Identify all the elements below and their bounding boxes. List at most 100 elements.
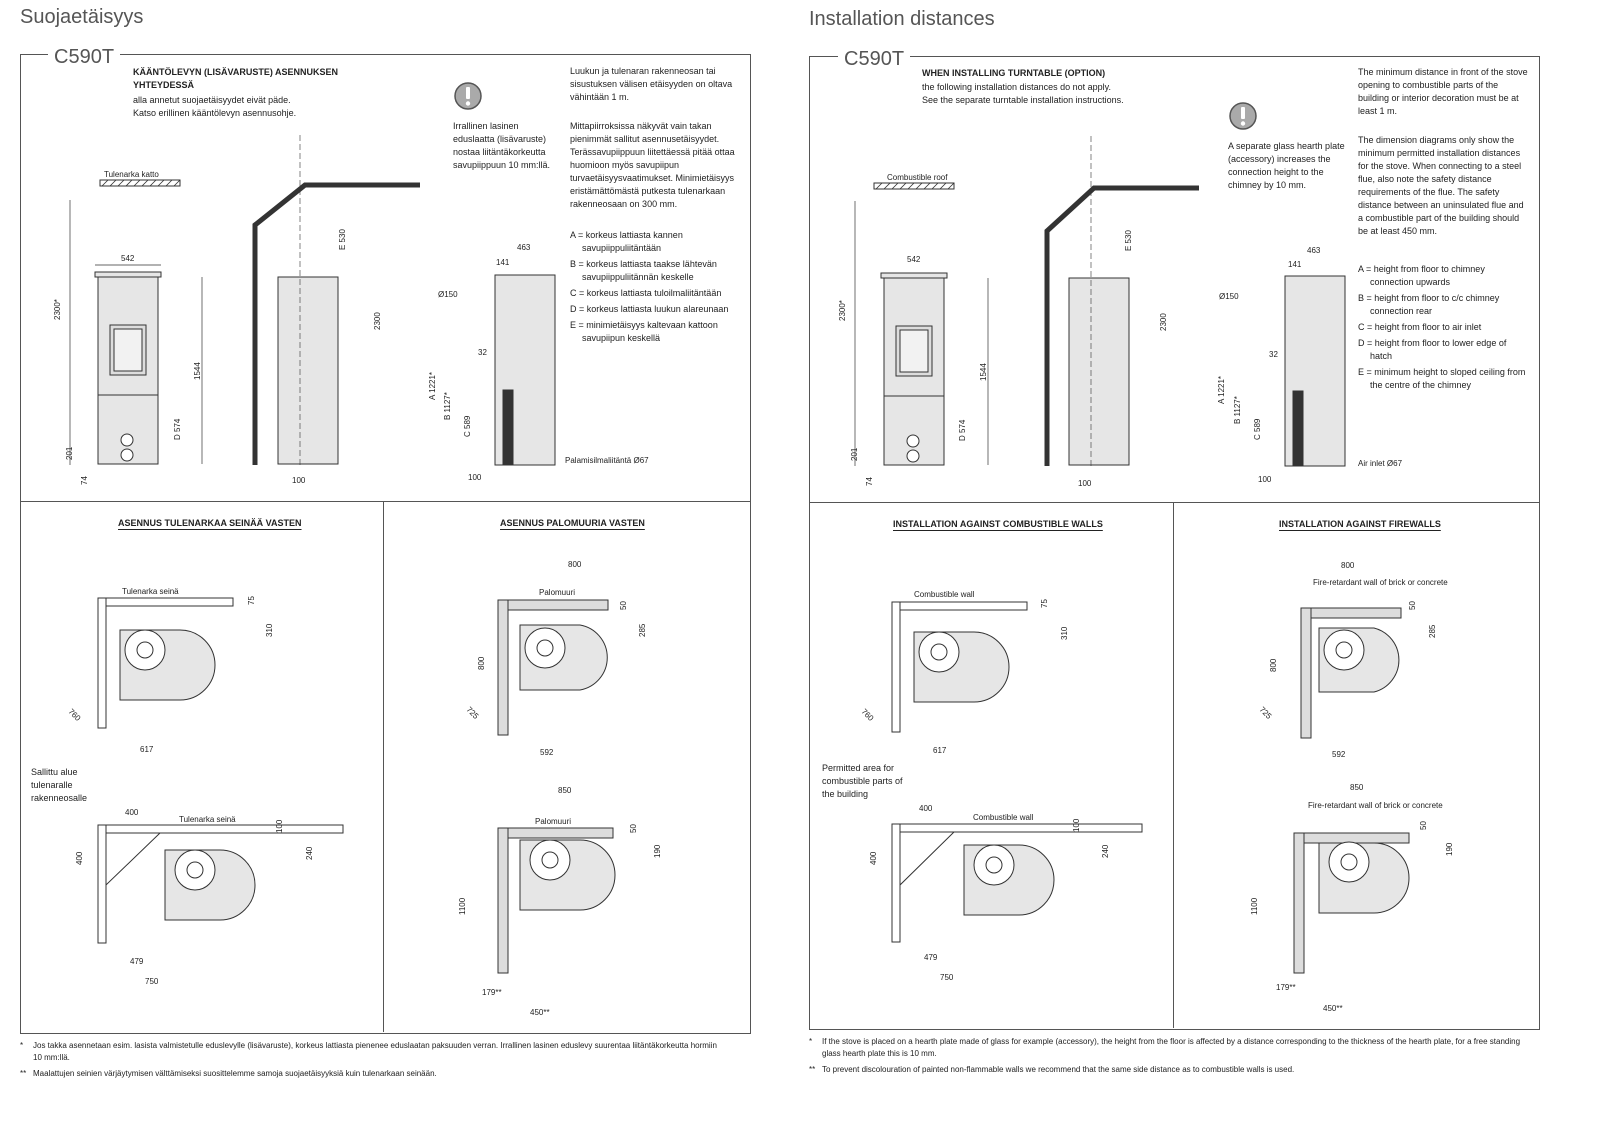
roof-hatch [99,179,181,187]
dim-d574: D 574 [173,418,182,440]
firewall-label-2: Palomuuri [535,817,571,826]
model-label-en: C590T [838,48,911,71]
plan-wall-2 [891,823,1143,943]
dim-d150: Ø150 [1219,292,1239,301]
dim-141: 141 [496,258,510,267]
roof-hatch [873,182,955,190]
plan-wall-2 [97,824,344,944]
legend-item: C = korkeus lattiasta tuloilmaliitäntään [570,288,722,298]
dim-141: 141 [1288,260,1302,269]
glass-note-fi: Irrallinen lasinen eduslaatta (lisävarus… [453,121,551,170]
divider-v-en [1173,502,1174,1028]
dim-e530: E 530 [1124,230,1133,251]
dim-240: 240 [1101,844,1110,858]
dim-1100: 1100 [1250,897,1259,915]
plan-wall-label-2: Tulenarka seinä [179,815,236,824]
model-label-fi: C590T [48,46,121,69]
dim-479: 479 [924,953,938,962]
glass-note-en: A separate glass hearth plate (accessory… [1228,141,1345,190]
divider-v-fi [383,501,384,1032]
dim-800: 800 [1341,561,1355,570]
dim-800b: 800 [1269,658,1278,672]
dim-c589: C 589 [463,415,472,437]
plan-wall-label: Combustible wall [914,590,975,599]
firewall-heading-en: INSTALLATION AGAINST FIREWALLS [1279,519,1441,529]
min-distance-note-en: The dimension diagrams only show the min… [1358,135,1524,236]
plan-drawings-fi: Tulenarka seinä 75 310 760 617 Palomuuri… [67,560,662,1017]
footnote2-fi: Maalattujen seinien värjäytymisen välttä… [33,1069,437,1078]
dim-74: 74 [865,477,874,486]
dim-d150: Ø150 [438,290,458,299]
legend-item: B = height from floor to c/c chimney con… [1358,293,1500,316]
dim-850: 850 [1350,783,1364,792]
legend-en: A = height from floor to chimney connect… [1358,263,1528,395]
footnote2-mark-en: ** [809,1065,816,1074]
dim-542: 542 [121,254,135,263]
turntable-sub2-en: See the separate turntable installation … [922,95,1124,105]
dim-450: 450** [1323,1004,1343,1013]
content-frame-en [809,56,1540,1030]
plan-firewall-2 [1293,832,1410,974]
stove-front [94,271,162,465]
dim-400: 400 [919,804,933,813]
plan-firewall-1 [497,599,609,736]
dim-450: 450** [530,1008,550,1017]
legend-item: B = korkeus lattiasta taakse lähtevän sa… [570,259,717,282]
dim-e530: E 530 [338,229,347,250]
dim-179: 179** [482,988,502,997]
elevation-drawings-fi: Tulenarka katto 542 2300* 1544 D 574 201… [53,135,649,485]
dim-760: 760 [67,707,83,723]
dim-463: 463 [517,243,531,252]
dim-100c: 100 [1072,818,1081,832]
turntable-sub2-fi: Katso erillinen kääntölevyn asennusohje. [133,108,297,118]
dim-725: 725 [465,705,481,721]
dim-50: 50 [619,601,628,610]
stove-side [252,135,420,465]
turntable-sub1-fi: alla annetut suojaetäisyydet eivät päde. [133,95,291,105]
dim-32: 32 [478,348,487,357]
dim-201: 201 [850,447,859,461]
front-distance-note-fi: Luukun ja tulenaran rakenneosan tai sisu… [570,66,733,102]
footnote1-mark-en: * [809,1037,813,1046]
dim-850: 850 [558,786,572,795]
turntable-heading-fi: KÄÄNTÖLEVYN (LISÄVARUSTE) ASENNUKSEN YHT… [133,67,339,90]
min-distance-note-fi: Mittapiirroksissa näkyvät vain takan pie… [570,121,735,209]
dim-400: 400 [125,808,139,817]
dim-310: 310 [1060,626,1069,640]
footnote1-mark-fi: * [20,1041,24,1050]
dim-a1221: A 1221* [1217,376,1226,404]
dim-479: 479 [130,957,144,966]
legend-item: C = height from floor to air inlet [1358,322,1482,332]
dim-74: 74 [80,476,89,485]
dim-542: 542 [907,255,921,264]
dim-50b: 50 [1419,821,1428,830]
warning-icon [453,81,483,116]
page-title-en: Installation distances [809,8,995,30]
dim-285: 285 [1428,624,1437,638]
dim-179: 179** [1276,983,1296,992]
firewall-label-2: Fire-retardant wall of brick or concrete [1308,801,1443,810]
dim-400b: 400 [75,851,84,865]
wall-heading-en: INSTALLATION AGAINST COMBUSTIBLE WALLS [893,519,1103,529]
dim-240: 240 [305,846,314,860]
legend-item: E = minimum height to sloped ceiling fro… [1358,367,1526,390]
dim-800b: 800 [477,656,486,670]
plan-firewall-1 [1300,607,1402,739]
air-inlet-label: Air inlet Ø67 [1358,459,1403,468]
dim-c589: C 589 [1253,418,1262,440]
dim-190: 190 [1445,842,1454,856]
dim-50: 50 [1408,601,1417,610]
dim-100: 100 [1078,479,1092,488]
dim-100b: 100 [468,473,482,482]
dim-1544: 1544 [193,362,202,380]
dim-617: 617 [140,745,154,754]
dim-2300: 2300 [1159,313,1168,331]
dim-190: 190 [653,844,662,858]
dim-a1221: A 1221* [428,372,437,400]
legend-item: A = korkeus lattiasta kannen savupiippul… [570,230,683,253]
dim-750: 750 [145,977,159,986]
dim-b1127: B 1127* [443,392,452,420]
dim-2300-star: 2300* [53,299,62,320]
stove-front [880,272,948,466]
plan-wall-1 [891,601,1028,733]
